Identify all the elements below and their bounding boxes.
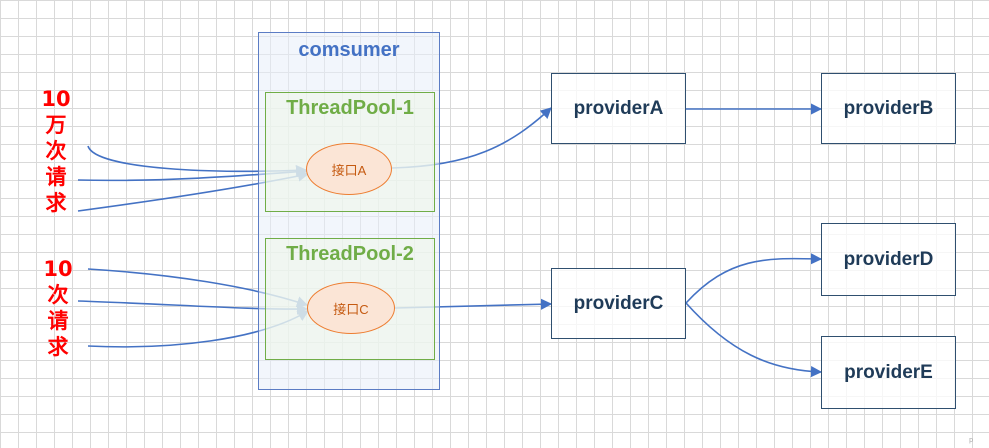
- provider-d-label: providerD: [843, 248, 934, 270]
- interface-a-label: 接口A: [331, 162, 367, 178]
- request-label-1-line: 次: [45, 139, 67, 163]
- request-label-2-line: 请: [47, 309, 69, 333]
- provider-a-label: providerA: [573, 97, 664, 119]
- provider-b-label: providerB: [843, 97, 934, 119]
- request-label-2: 10 次 请 求: [43, 256, 73, 360]
- request-label-2-line: 求: [47, 335, 69, 359]
- interface-a-node[interactable]: 接口A: [306, 143, 392, 195]
- interface-c-label: 接口C: [333, 301, 369, 317]
- request-label-1-line: 万: [45, 113, 67, 137]
- threadpool-1-title: ThreadPool-1: [286, 97, 414, 119]
- provider-b-box[interactable]: providerB: [821, 73, 956, 144]
- watermark: p: [969, 437, 973, 444]
- provider-c-label: providerC: [573, 292, 664, 314]
- request-label-2-line: 10: [43, 257, 73, 281]
- request-label-1: 10 万 次 请 求: [41, 86, 71, 216]
- request-label-1-line: 10: [41, 87, 71, 111]
- interface-c-node[interactable]: 接口C: [307, 282, 395, 334]
- call-arrow-d: [685, 253, 823, 304]
- request-label-1-line: 求: [45, 191, 67, 215]
- provider-e-box[interactable]: providerE: [821, 336, 956, 409]
- request-label-1-line: 请: [45, 165, 67, 189]
- consumer-title: comsumer: [298, 39, 400, 61]
- provider-d-box[interactable]: providerD: [821, 223, 956, 296]
- provider-e-label: providerE: [844, 361, 933, 383]
- threadpool-2-title: ThreadPool-2: [286, 243, 414, 265]
- provider-c-box[interactable]: providerC: [551, 268, 686, 339]
- call-arrow-e: [685, 302, 823, 378]
- request-label-2-line: 次: [47, 283, 69, 307]
- provider-a-box[interactable]: providerA: [551, 73, 686, 144]
